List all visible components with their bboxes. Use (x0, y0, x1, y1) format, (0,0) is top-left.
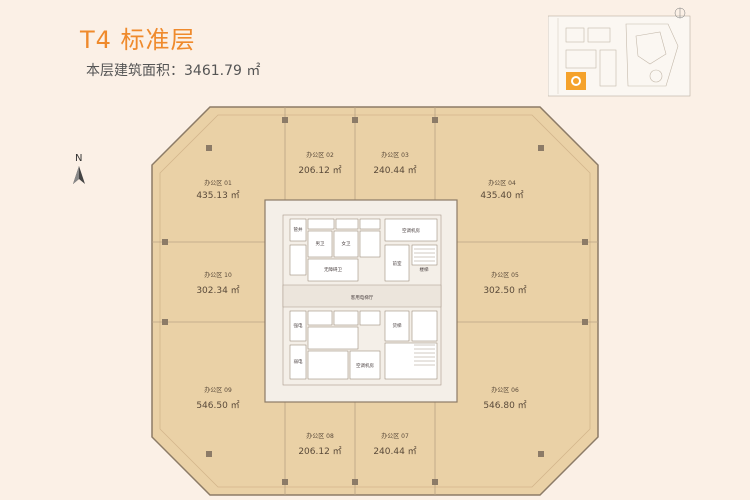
core-label-ac-room-top: 空调机房 (402, 227, 420, 234)
zone-01: 办公区 01 435.13 ㎡ (196, 179, 239, 201)
floor-plan: 客用电梯厅 管井 男卫 女卫 无障碍卫 空调机房 前室 楼梯 强电 弱电 货梯 … (151, 106, 599, 496)
elevator-lobby (282, 284, 442, 308)
zone-02: 办公区 02 206.12 ㎡ (298, 151, 341, 176)
core-label-mens: 男卫 (316, 241, 325, 247)
zone-09-area: 546.50 ㎡ (196, 400, 239, 411)
zone-06-area: 546.80 ㎡ (483, 400, 526, 411)
core-label-shaft: 管井 (294, 226, 303, 233)
zone-03-area: 240.44 ㎡ (373, 165, 416, 176)
zone-09-name: 办公区 09 (204, 386, 232, 394)
zone-06: 办公区 06 546.80 ㎡ (483, 386, 526, 411)
zone-01-area: 435.13 ㎡ (196, 190, 239, 201)
current-tower-marker (566, 72, 586, 90)
zone-10-name: 办公区 10 (204, 271, 232, 279)
zone-07-name: 办公区 07 (381, 432, 409, 440)
core-label-stair: 楼梯 (420, 266, 429, 273)
floor-area: 本层建筑面积：3461.79 ㎡ (86, 63, 261, 79)
site-minimap (548, 7, 691, 97)
lobby-label: 客用电梯厅 (351, 294, 374, 301)
zone-04-area: 435.40 ㎡ (480, 190, 523, 201)
zone-04-name: 办公区 04 (488, 179, 516, 187)
minimap-north-icon (674, 7, 686, 19)
zone-05-name: 办公区 05 (491, 271, 519, 279)
core-label-antechamber: 前室 (393, 260, 402, 267)
zone-09: 办公区 09 546.50 ㎡ (196, 386, 239, 411)
stair-hatch (414, 248, 435, 366)
zone-08: 办公区 08 206.12 ㎡ (298, 432, 341, 457)
zone-02-area: 206.12 ㎡ (298, 165, 341, 176)
north-arrow-icon (73, 166, 85, 184)
core-label-accessible: 无障碍卫 (324, 266, 342, 273)
zone-02-name: 办公区 02 (306, 151, 334, 159)
page-title: T4 标准层 (80, 26, 196, 54)
core-label-freight: 货梯 (393, 322, 402, 329)
zone-10: 办公区 10 302.34 ㎡ (196, 271, 239, 296)
zone-01-name: 办公区 01 (204, 179, 232, 187)
zone-04: 办公区 04 435.40 ㎡ (480, 179, 523, 201)
zone-08-name: 办公区 08 (306, 432, 334, 440)
zone-10-area: 302.34 ㎡ (196, 285, 239, 296)
zone-06-name: 办公区 06 (491, 386, 519, 394)
zone-07-area: 240.44 ㎡ (373, 446, 416, 457)
north-label: N (75, 153, 83, 164)
zone-05-area: 302.50 ㎡ (483, 285, 526, 296)
zone-07: 办公区 07 240.44 ㎡ (373, 432, 416, 457)
core-label-womens: 女卫 (342, 240, 351, 247)
building-core: 客用电梯厅 管井 男卫 女卫 无障碍卫 空调机房 前室 楼梯 强电 弱电 货梯 … (264, 199, 458, 403)
core-label-power: 强电 (294, 322, 303, 329)
core-label-lowvolt: 弱电 (294, 358, 303, 365)
zone-03-name: 办公区 03 (381, 151, 409, 159)
zone-03: 办公区 03 240.44 ㎡ (373, 151, 416, 176)
core-label-ac-room-bottom: 空调机房 (356, 362, 374, 369)
structural-columns (162, 117, 588, 485)
zone-08-area: 206.12 ㎡ (298, 446, 341, 457)
zone-05: 办公区 05 302.50 ㎡ (483, 271, 526, 296)
